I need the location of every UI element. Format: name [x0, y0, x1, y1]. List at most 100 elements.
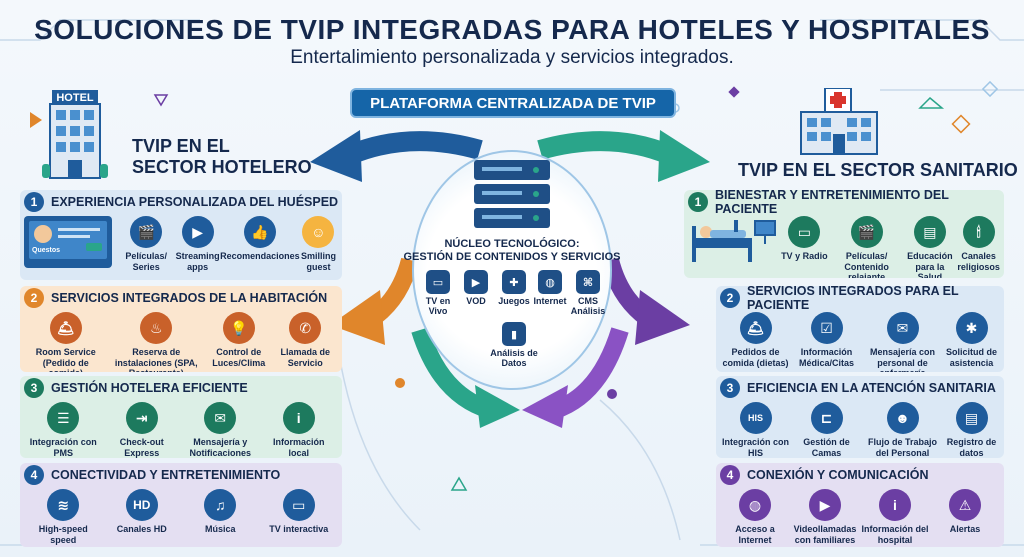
tv-icon: ▭ — [426, 270, 450, 294]
panel-header: 1 BIENESTAR Y ENTRETENIMIENTO DEL PACIEN… — [684, 190, 1004, 216]
bed-icon: ⊏ — [810, 402, 843, 434]
cloche-icon: 🛎 — [739, 312, 772, 344]
message-icon: ✉ — [204, 402, 237, 434]
item-pedidos-comida: 🛎 Pedidos de comida (dietas) — [721, 312, 791, 368]
panel-number: 1 — [24, 192, 44, 212]
panel-number: 3 — [720, 378, 740, 398]
hospital-panel-communication: 4 CONEXIÓN Y COMUNICACIÓN ◍ Acceso a Int… — [716, 463, 1004, 547]
item-mensajeria: ✉ Mensajería y Notificaciones — [185, 402, 255, 458]
globe-icon: ◍ — [538, 270, 562, 294]
clipboard-icon: ▤ — [955, 402, 988, 434]
item-high-speed: ≋ High-speed speed — [28, 489, 98, 545]
item-gestion-camas: ⊏ Gestión de Camas — [792, 402, 862, 458]
hotel-sign: HOTEL — [56, 92, 94, 104]
hotel-panel-connectivity: 4 CONECTIVIDAD Y ENTRETENIMIENTO ≋ High-… — [20, 463, 342, 547]
door-exit-icon: ⇥ — [125, 402, 158, 434]
panel-number: 2 — [24, 288, 44, 308]
item-flujo-trabajo: ☻ Flujo de Trabajo del Personal — [863, 402, 943, 458]
page-title: SOLUCIONES DE TVIP INTEGRADAS PARA HOTEL… — [34, 14, 990, 45]
technology-core: NÚCLEO TECNOLÓGICO: GESTIÓN DE CONTENIDO… — [402, 130, 622, 390]
wifi-icon: ≋ — [47, 489, 80, 521]
smiling-face-icon: ☺ — [302, 216, 335, 248]
spa-icon: ♨ — [140, 312, 173, 344]
item-room-service: 🛎 Room Service (Pedido de comida) — [27, 312, 105, 372]
video-camera-icon: ▶ — [809, 489, 841, 521]
cloche-icon: 🛎 — [49, 312, 82, 344]
hotel-panel-management: 3 GESTIÓN HOTELERA EFICIENTE ☰ Integraci… — [20, 376, 342, 458]
hotel-title-line2: SECTOR HOTELERO — [132, 157, 312, 177]
patient-bed-icon — [688, 216, 778, 266]
server-rack-icon — [468, 158, 556, 232]
chart-icon: ▮ — [502, 322, 526, 346]
panel-number: 4 — [24, 465, 44, 485]
triangle-decoration — [30, 112, 42, 128]
item-reserva-instalaciones: ♨ Reserva de instalaciones (SPA, Restaur… — [110, 312, 202, 372]
panel-title: SERVICIOS INTEGRADOS DE LA HABITACIÓN — [51, 291, 328, 305]
tv-radio-icon: ▭ — [788, 216, 821, 248]
gamepad-icon: ✚ — [502, 270, 526, 294]
panel-title: CONEXIÓN Y COMUNICACIÓN — [747, 468, 929, 482]
item-informacion-medica: ☑ Información Médica/Citas — [792, 312, 862, 368]
panel-number: 3 — [24, 378, 44, 398]
panel-number: 2 — [720, 288, 740, 308]
core-item-tv-en-vivo: ▭ TV en Vivo — [416, 270, 460, 316]
item-tv-radio: ▭ TV y Radio — [780, 216, 829, 262]
core-label: NÚCLEO TECNOLÓGICO: GESTIÓN DE CONTENIDO… — [403, 238, 621, 263]
staff-icon: ☻ — [886, 402, 919, 434]
hospital-panel-efficiency: 3 EFICIENCIA EN LA ATENCIÓN SANITARIA HI… — [716, 376, 1004, 458]
panel-title: GESTIÓN HOTELERA EFICIENTE — [51, 381, 248, 395]
item-musica: ♫ Música — [185, 489, 255, 535]
play-icon: ▶ — [464, 270, 488, 294]
item-recomendaciones: 👍 Recomendaciones — [220, 216, 300, 262]
item-peliculas-relajante: 🎬 Películas/ Contenido relajante — [831, 216, 903, 278]
panel-header: 4 CONEXIÓN Y COMUNICACIÓN — [716, 463, 1004, 487]
play-store-icon: ▶ — [181, 216, 214, 248]
item-integracion-his: HIS Integración con HIS — [721, 402, 791, 458]
tv-screen-icon: Questos — [24, 216, 112, 268]
item-smilling-guest: ☺ Smilling guest — [299, 216, 338, 272]
core-item-vod: ▶ VOD — [454, 270, 498, 306]
phone-icon: ✆ — [289, 312, 322, 344]
hospital-title: TVIP EN EL SECTOR SANITARIO — [738, 160, 1018, 180]
hotel-building-icon: HOTEL — [40, 88, 110, 180]
hotel-panel-room-services: 2 SERVICIOS INTEGRADOS DE LA HABITACIÓN … — [20, 286, 342, 372]
item-tv-interactiva: ▭ TV interactiva — [264, 489, 334, 535]
clapperboard-icon: 🎬 — [850, 216, 883, 248]
envelope-icon: ✉ — [886, 312, 919, 344]
platform-banner: PLATAFORMA CENTRALIZADA DE TVIP — [350, 88, 676, 118]
flow-arrows — [310, 130, 710, 428]
hotel-panel-guest-experience: 1 EXPERIENCIA PERSONALIZADA DEL HUÉSPED … — [20, 190, 342, 280]
item-solicitud-asistencia: ✱ Solicitud de asistencia — [944, 312, 1000, 368]
server-check-icon: ☰ — [47, 402, 80, 434]
item-canales-religiosos: 🕯 Canales religiosos — [957, 216, 1000, 272]
panel-header: 1 EXPERIENCIA PERSONALIZADA DEL HUÉSPED — [20, 190, 342, 214]
core-item-internet: ◍ Internet — [528, 270, 572, 306]
panel-header: 2 SERVICIOS INTEGRADOS PARA EL PACIENTE — [716, 286, 1004, 312]
panel-header: 4 CONECTIVIDAD Y ENTRETENIMIENTO — [20, 463, 342, 487]
page-subtitle: Entertalimiento personalizada y servicio… — [290, 47, 734, 68]
core-item-juegos: ✚ Juegos — [492, 270, 536, 306]
monitor-icon: ▭ — [282, 489, 315, 521]
info-icon: i — [282, 402, 315, 434]
item-control-luces: 💡 Control de Luces/Clima — [208, 312, 270, 368]
panel-title: CONECTIVIDAD Y ENTRETENIMIENTO — [51, 468, 281, 482]
tv-screen-label: Questos — [32, 247, 61, 254]
item-check-out: ⇥ Check-out Express — [107, 402, 177, 458]
assistance-icon: ✱ — [955, 312, 988, 344]
item-llamada-servicio: ✆ Llamada de Servicio — [275, 312, 335, 368]
item-mensajeria-enfermeria: ✉ Mensajería con personal de enfermería — [863, 312, 943, 372]
globe-icon: ◍ — [739, 489, 771, 521]
core-item-cms: ⌘ CMS Análisis — [566, 270, 610, 316]
hospital-building-icon — [795, 87, 885, 156]
panel-header: 2 SERVICIOS INTEGRADOS DE LA HABITACIÓN — [20, 286, 342, 310]
warning-icon: ⚠ — [949, 489, 981, 521]
book-icon: ▤ — [913, 216, 946, 248]
thumbs-up-icon: 👍 — [243, 216, 276, 248]
panel-title: SERVICIOS INTEGRADOS PARA EL PACIENTE — [747, 286, 959, 312]
item-educacion-salud: ▤ Educación para la Salud — [905, 216, 956, 278]
panel-number: 1 — [688, 192, 708, 212]
panel-title: EXPERIENCIA PERSONALIZADA DEL HUÉSPED — [51, 195, 339, 209]
music-note-icon: ♫ — [204, 489, 237, 521]
his-icon: HIS — [739, 402, 772, 434]
core-item-analisis-datos: ▮ Análisis de Datos — [490, 322, 538, 368]
